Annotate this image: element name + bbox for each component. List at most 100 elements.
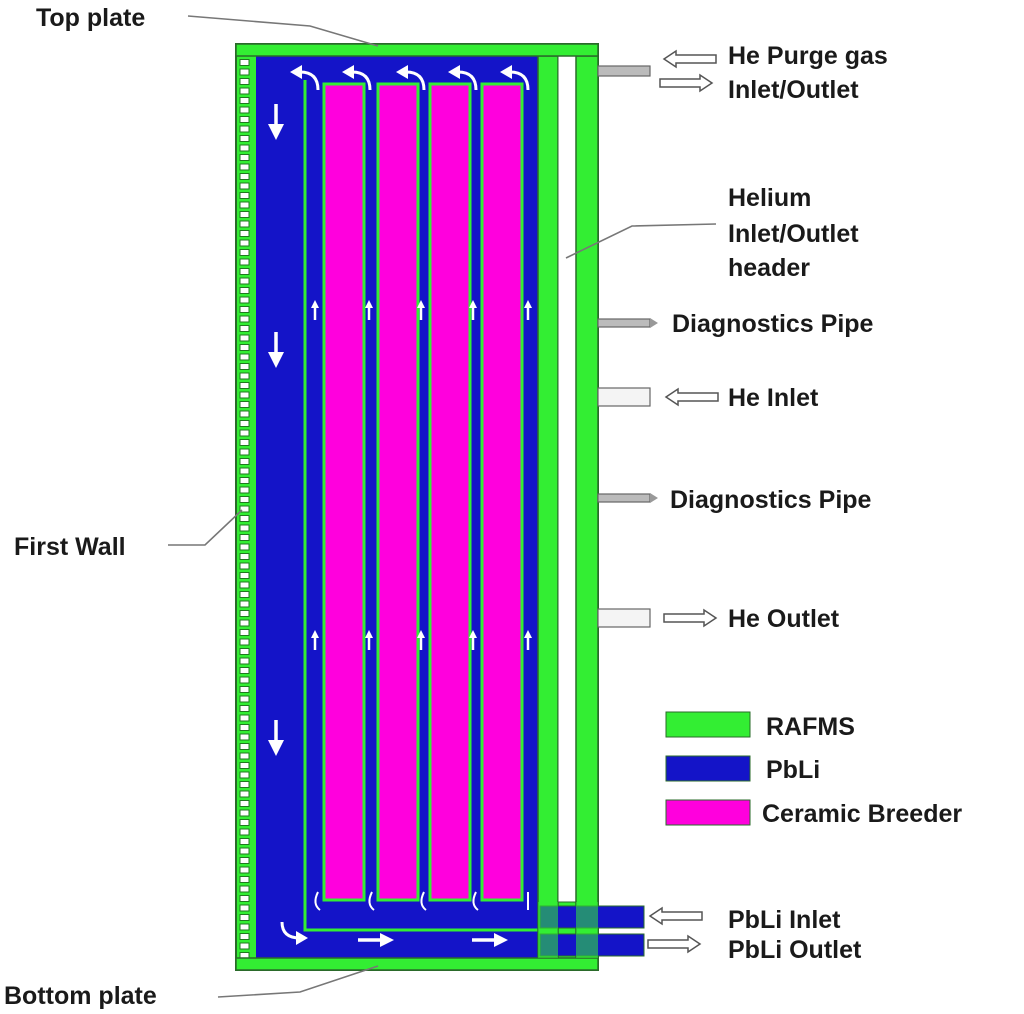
legend-swatch-pbli [665,755,751,782]
first-wall-channel [239,458,250,465]
first-wall-channel [239,524,250,532]
leader-helium-header [565,223,717,259]
first-wall-channel [239,819,250,826]
first-wall-channel [239,781,250,788]
first-wall-channel [239,154,250,161]
first-wall-channel [239,268,250,275]
arrow-up-icon [311,630,319,650]
arrow-down-icon [268,720,284,756]
first-wall-channel [239,610,250,617]
first-wall-channel [239,828,250,836]
first-wall-channel [239,648,250,655]
first-wall-channel [239,420,250,427]
label-helium-header-line3: header [728,254,810,282]
small-bottom-turn-arrows [314,891,529,911]
arrow-up-icon [524,300,532,320]
arrow-left-icon [648,906,703,926]
first-wall-channel [239,800,250,807]
turn-arrow-icon [420,891,427,911]
first-wall-channel [239,97,250,104]
arrow-up-icon [417,630,425,650]
first-wall-channel [239,439,250,446]
first-wall-channel [239,562,250,570]
first-wall-channel [239,467,250,475]
first-wall-channel [239,686,250,693]
first-wall-channel [239,296,250,304]
legend: RAFMS PbLi Ceramic Breeder [665,711,962,828]
first-wall-channel [239,496,250,503]
label-pbli-inlet: PbLi Inlet [728,906,841,934]
first-wall-channel [239,287,250,294]
first-wall-channel [239,382,250,389]
breeder-plate-1 [322,82,366,902]
arrow-left-icon [662,49,717,69]
helium-header-outer [575,55,599,971]
first-wall-channel [239,733,250,741]
first-wall-channel [239,192,250,199]
purge-gas-pipe [597,65,651,77]
first-wall-channel [239,68,250,76]
first-wall-channel [239,572,250,579]
helium-header-inner [537,55,559,959]
leader-bottom-plate [217,965,379,998]
first-wall-channel [239,515,250,522]
turn-arrow-icon [368,891,375,911]
arrow-up-icon [469,300,477,320]
first-wall-channel [239,258,250,266]
turn-arrow-icon [342,65,372,91]
first-wall-channel [239,724,250,731]
bottom-plate [235,957,599,971]
first-wall-channel [239,809,250,817]
helium-header-gap [557,55,577,903]
label-diagnostics-pipe-2: Diagnostics Pipe [670,486,872,514]
first-wall-channel [239,581,250,589]
arrow-right-icon [659,73,714,93]
first-wall-channel [239,876,250,883]
label-he-inlet: He Inlet [728,384,819,412]
label-first-wall: First Wall [14,533,126,561]
header-strip-over-pipes-2 [576,902,598,958]
leader-top-plate [187,15,379,47]
label-he-outlet: He Outlet [728,605,840,633]
flow-outline-arrows [647,49,719,954]
first-wall-channel [239,277,250,285]
first-wall-channel [239,230,250,237]
label-pbli-outlet: PbLi Outlet [728,936,862,964]
first-wall-channel [239,591,250,598]
arrow-up-icon [469,630,477,650]
label-he-purge-line1: He Purge gas [728,42,888,70]
first-wall-channel [239,306,250,313]
breeder-plate-4 [480,82,524,902]
legend-swatch-rafms [665,711,751,738]
first-wall-channel [239,372,250,380]
first-wall-channel [239,695,250,703]
he-outlet-pipe [597,608,651,628]
first-wall-channel [239,790,250,798]
label-bottom-plate: Bottom plate [4,982,157,1010]
first-wall-channel [239,173,250,180]
first-wall-channel [239,885,250,893]
arrow-right-icon [650,318,658,328]
first-wall-channel [239,410,250,418]
first-wall-channel [239,448,250,456]
first-wall-channel [239,638,250,646]
label-top-plate: Top plate [36,4,145,32]
turn-arrow-icon [472,891,479,911]
first-wall-channel [239,334,250,342]
first-wall-channel [239,182,250,190]
first-wall-channel [239,325,250,332]
leader-lines [168,15,717,998]
inner-manifold-line [303,80,538,932]
arrow-right-icon [650,493,658,503]
label-helium-header-line2: Inlet/Outlet [728,220,859,248]
first-wall-channel [239,505,250,513]
label-helium-header-line1: Helium [728,184,811,212]
first-wall-channel [239,895,250,902]
first-wall-channel [239,923,250,931]
legend-label-pbli: PbLi [766,756,820,784]
first-wall-channel [239,914,250,921]
first-wall-channel [239,106,250,114]
first-wall-channel [239,743,250,750]
first-wall-channel [239,144,250,152]
first-wall-channel [239,59,250,66]
